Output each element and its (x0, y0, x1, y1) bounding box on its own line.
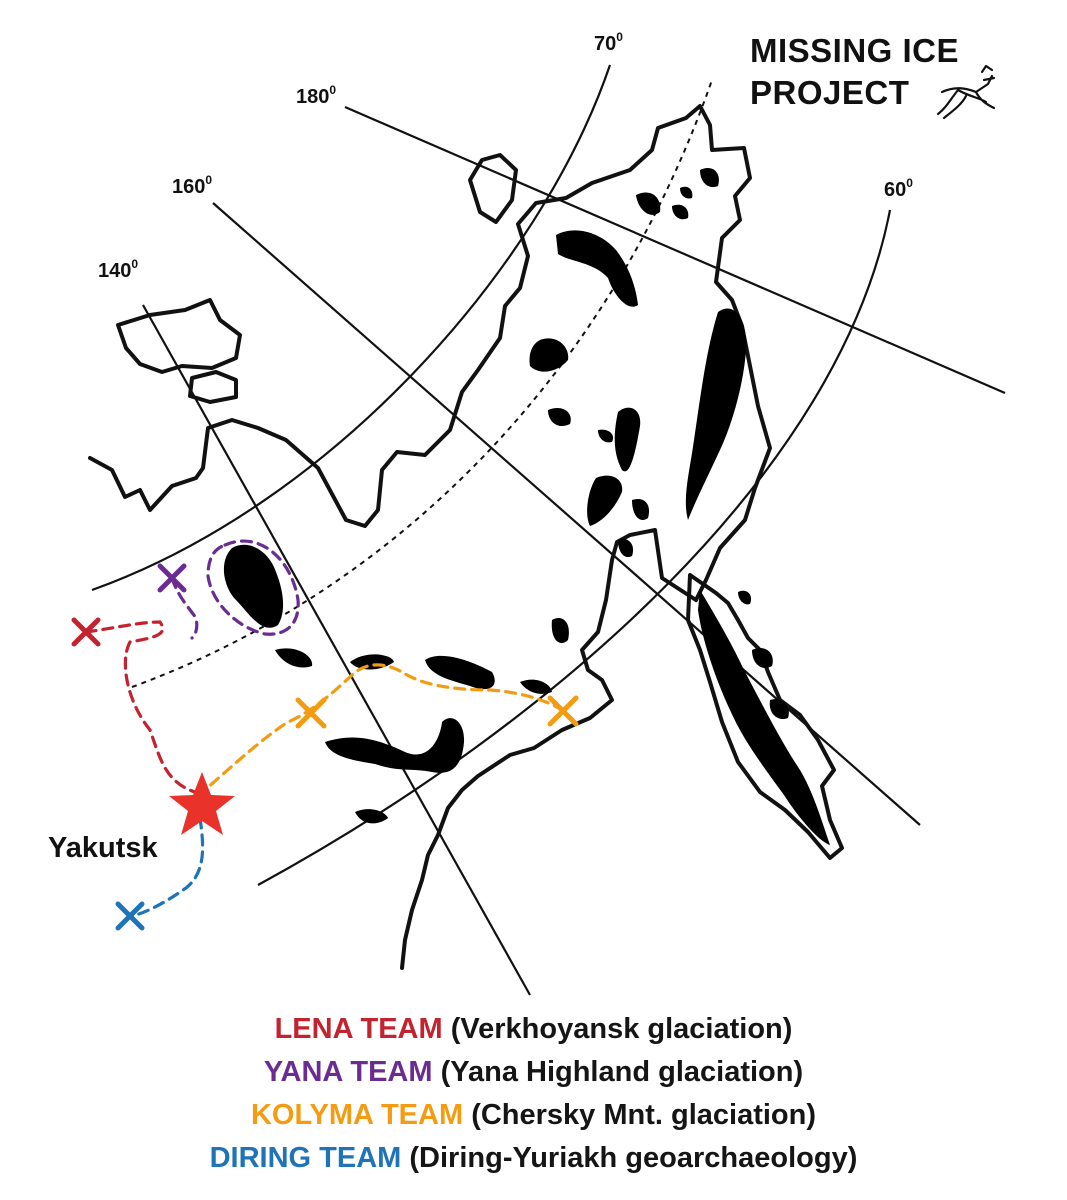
lon-140-label: 1400 (98, 257, 138, 282)
legend-description: (Chersky Mnt. glaciation) (471, 1099, 817, 1131)
kolyma-site-x-icon (295, 697, 327, 729)
yana-circle (206, 539, 300, 636)
diring-route (130, 816, 205, 918)
lat-60-label: 600 (884, 176, 913, 201)
lena-route (84, 620, 197, 794)
coastline (88, 104, 844, 970)
legend-team-name: LENA TEAM (274, 1013, 443, 1045)
arctic-circle-line (131, 79, 713, 688)
new-siberian-island (116, 298, 242, 374)
lat-70-label: 700 (594, 30, 623, 55)
lon-180-label: 1800 (296, 83, 336, 108)
legend-description: (Yana Highland glaciation) (440, 1056, 804, 1088)
brand-title-line1: MISSING ICE (750, 32, 959, 69)
arctic-coastline (88, 104, 772, 602)
meridian-180 (344, 105, 1006, 395)
legend: LENA TEAM (Verkhoyansk glaciation) YANA … (0, 1008, 1067, 1180)
lena-site-x-icon (71, 617, 101, 647)
kamchatka-coast (686, 573, 844, 860)
map: Yakutsk 1400 1600 1800 700 600 MISSING I… (48, 30, 1006, 996)
glacier-verkhoyansk (223, 544, 284, 628)
legend-team-name: DIRING TEAM (209, 1142, 402, 1174)
legend-item-yana: YANA TEAM (Yana Highland glaciation) (0, 1051, 1067, 1094)
team-routes (84, 539, 564, 918)
site-markers (71, 563, 579, 931)
leaping-antelope-icon (936, 64, 996, 120)
city-label: Yakutsk (48, 832, 158, 864)
meridian-140 (142, 304, 531, 996)
kolyma-site-x-icon (547, 695, 579, 727)
legend-item-lena: LENA TEAM (Verkhoyansk glaciation) (0, 1008, 1067, 1051)
legend-description: (Verkhoyansk glaciation) (450, 1013, 793, 1045)
small-island (188, 370, 238, 404)
pacific-coastline (400, 528, 698, 970)
brand-title-line2: PROJECT (750, 74, 909, 111)
legend-team-name: YANA TEAM (263, 1056, 433, 1088)
yana-site-x-icon (157, 563, 187, 593)
legend-item-diring: DIRING TEAM (Diring-Yuriakh geoarchaeolo… (0, 1137, 1067, 1180)
legend-team-name: KOLYMA TEAM (250, 1099, 464, 1131)
legend-item-kolyma: KOLYMA TEAM (Chersky Mnt. glaciation) (0, 1094, 1067, 1137)
legend-description: (Diring-Yuriakh geoarchaeology) (409, 1142, 858, 1174)
graticule (91, 64, 1006, 996)
lon-160-label: 1600 (172, 173, 212, 198)
glaciation-areas (223, 167, 830, 845)
parallel-70 (91, 64, 612, 592)
star-icon (169, 772, 235, 835)
kolyma-route (196, 663, 564, 798)
wrangel-island (468, 153, 518, 224)
diring-site-x-icon (115, 901, 145, 931)
